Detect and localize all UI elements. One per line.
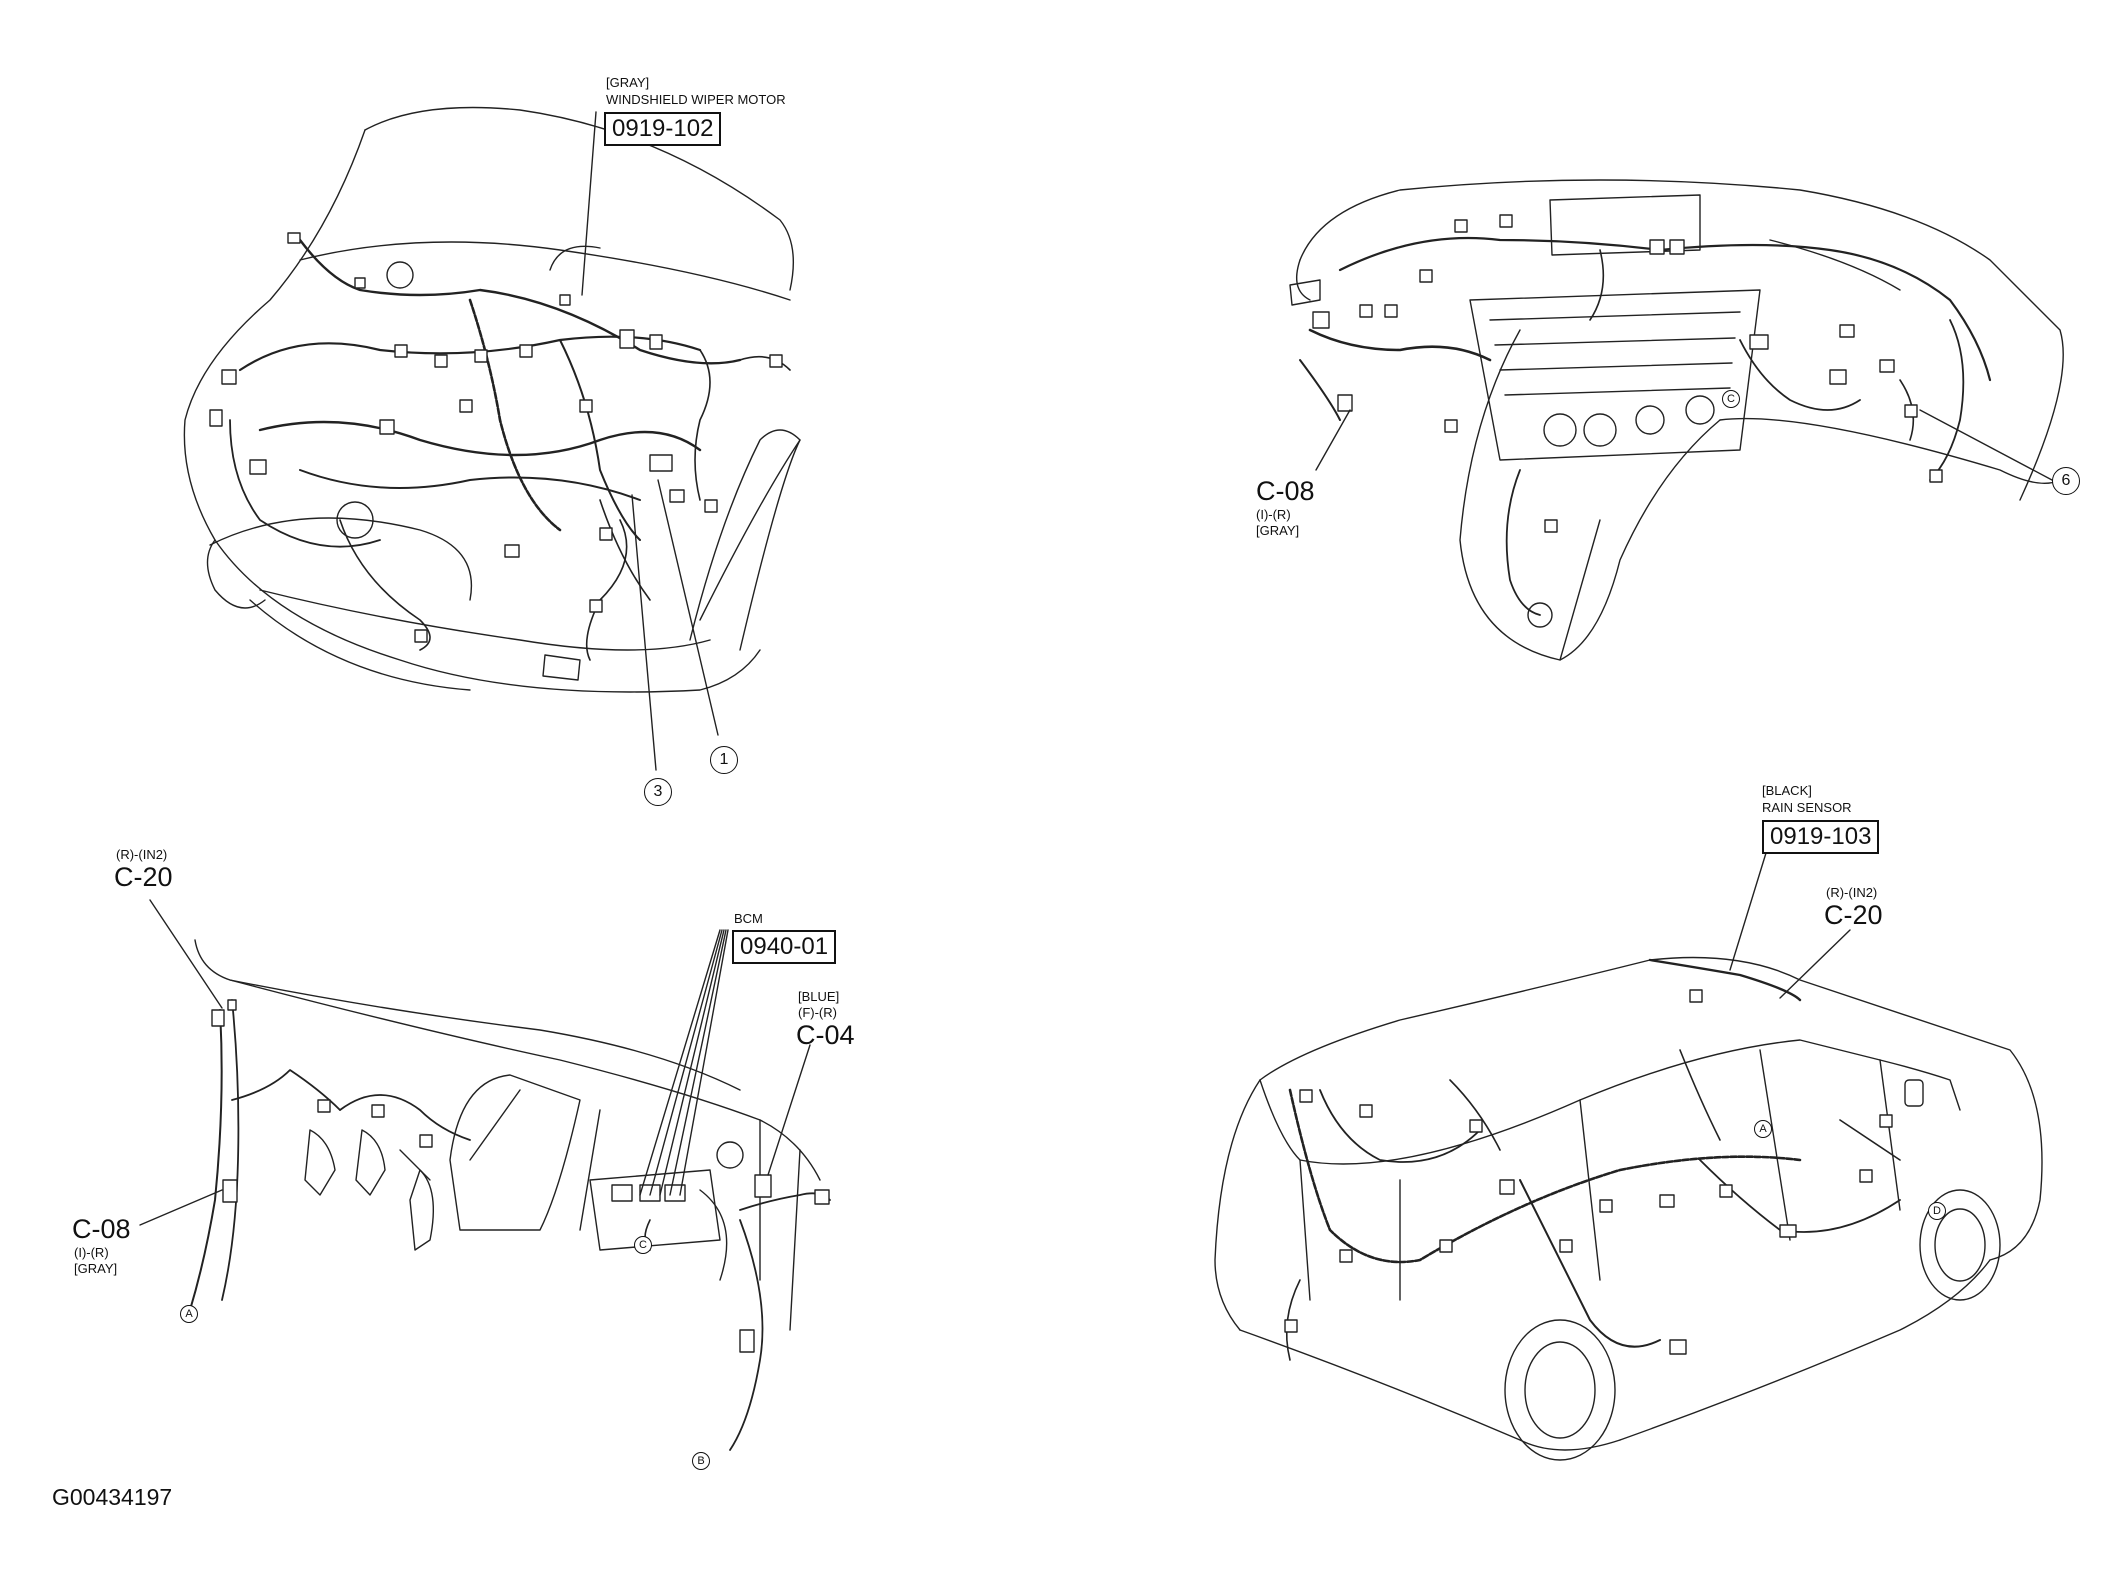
dashboard-c08-position: (I)-(R) <box>1256 507 1291 522</box>
dashboard-c08-code: C-08 <box>1256 476 1315 506</box>
ip-wire-letter-c: C <box>634 1236 652 1254</box>
engine-bay-drawing <box>183 106 801 771</box>
body-drawing <box>1214 839 2043 1461</box>
callout-6: 6 <box>2052 467 2080 495</box>
figure-id: G00434197 <box>52 1484 173 1510</box>
dashboard-drawing <box>1289 179 2064 661</box>
ip-c08-position: (I)-(R) <box>74 1245 109 1260</box>
ip-c04-color: [BLUE] <box>798 989 840 1004</box>
wiper-motor-name-label: WINDSHIELD WIPER MOTOR <box>606 92 786 107</box>
dashboard-c08-color: [GRAY] <box>1256 523 1300 538</box>
ip-c04-code: C-04 <box>796 1020 855 1050</box>
rain-sensor-connector-code: 0919-103 <box>1762 820 1880 854</box>
ip-wire-letter-a: A <box>180 1305 198 1323</box>
body-c20-position: (R)-(IN2) <box>1826 885 1878 900</box>
callout-3: 3 <box>644 778 672 806</box>
wiper-motor-color-label: [GRAY] <box>606 75 650 90</box>
body-c20-code: C-20 <box>1824 900 1883 930</box>
bcm-connector-code: 0940-01 <box>732 930 837 964</box>
callout-1: 1 <box>710 746 738 774</box>
body-wire-letter-d: D <box>1928 1202 1946 1220</box>
rain-sensor-name-label: RAIN SENSOR <box>1762 800 1852 815</box>
instrument-panel-drawing <box>139 899 831 1451</box>
ip-wire-letter-b: B <box>692 1452 710 1470</box>
rain-sensor-color-label: [BLACK] <box>1762 783 1812 798</box>
ip-c08-color: [GRAY] <box>74 1261 118 1276</box>
wiper-motor-connector-code: 0919-102 <box>604 112 722 146</box>
ip-c20-position: (R)-(IN2) <box>116 847 168 862</box>
bcm-name-label: BCM <box>734 911 763 926</box>
ip-c08-code: C-08 <box>72 1214 131 1244</box>
ip-c04-position: (F)-(R) <box>798 1005 837 1020</box>
body-wire-letter-a: A <box>1754 1120 1772 1138</box>
dashboard-wire-letter-c: C <box>1722 390 1740 408</box>
ip-c20-code: C-20 <box>114 862 173 892</box>
